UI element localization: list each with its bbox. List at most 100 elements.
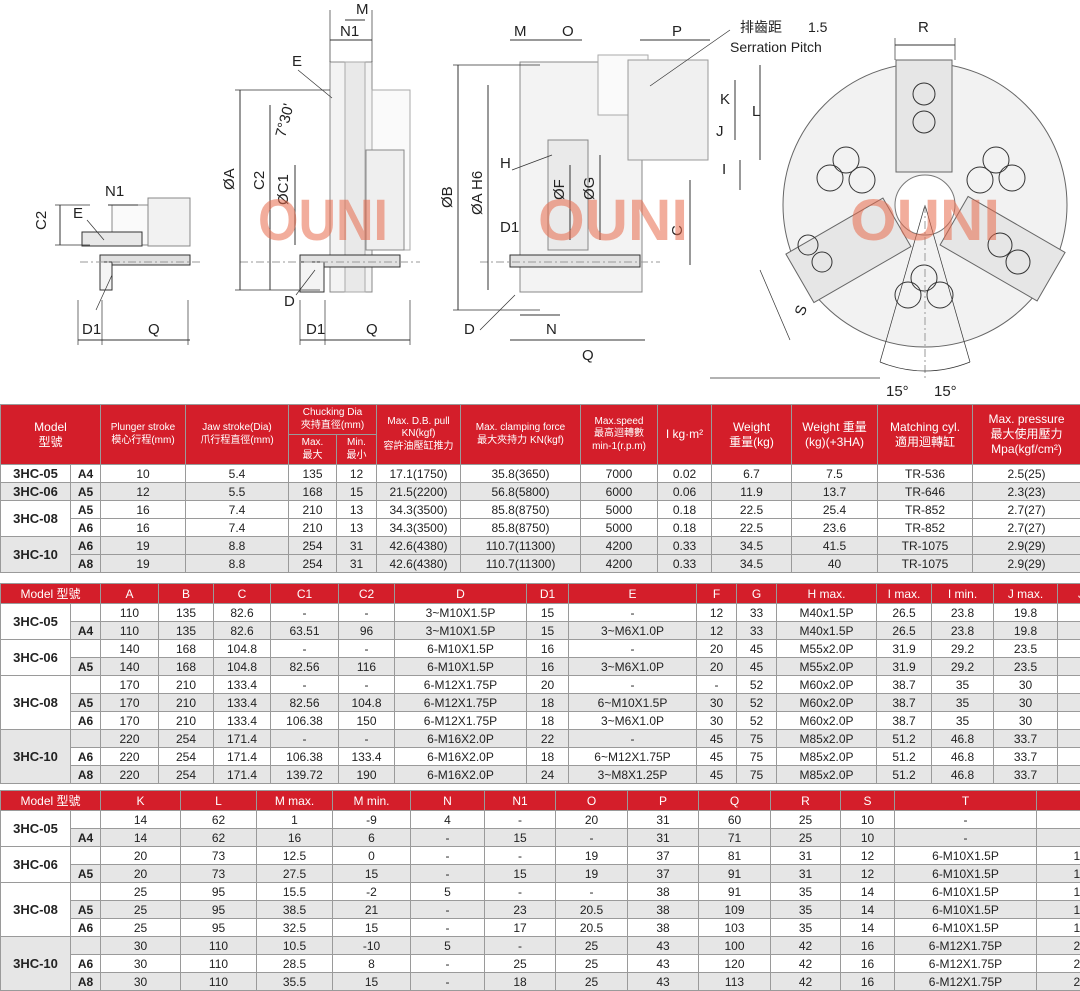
table-cell: - <box>485 811 556 829</box>
table-cell: 34.5 <box>712 555 792 573</box>
table-cell: 7.8 <box>1058 622 1080 640</box>
table-cell: 170 <box>101 712 159 730</box>
table-cell: 6-M10X1.5P <box>895 847 1037 865</box>
table-cell: 5 <box>411 883 485 901</box>
table-cell: 6-M12X1.75P <box>895 955 1037 973</box>
table-cell: 12 <box>101 483 186 501</box>
table-cell: 12 <box>697 622 737 640</box>
submodel-cell: A5 <box>71 658 101 676</box>
table-cell: 133.4 <box>214 694 271 712</box>
model-cell: 3HC-08 <box>1 883 71 937</box>
table-cell: 38.7 <box>877 694 932 712</box>
table-cell: 103 <box>699 919 771 937</box>
table-cell: 12.5 <box>257 847 333 865</box>
table-cell: - <box>339 604 395 622</box>
table-cell: - <box>569 640 697 658</box>
table-cell: TR-536 <box>878 465 973 483</box>
table-cell: 16 <box>101 519 186 537</box>
table-cell: 45 <box>697 766 737 784</box>
table-cell: 15 <box>337 483 377 501</box>
table-cell: TR-852 <box>878 519 973 537</box>
table-cell: 1 <box>257 811 333 829</box>
table-cell: 16 <box>841 937 895 955</box>
dim-l: L <box>752 103 760 120</box>
table-cell: 23.5 <box>994 658 1058 676</box>
submodel-cell: A8 <box>71 555 101 573</box>
table-cell: 46.8 <box>932 730 994 748</box>
table-cell: 110 <box>181 937 257 955</box>
table-cell: 15 <box>1058 676 1080 694</box>
dim-d1-1: D1 <box>306 321 325 338</box>
table-row: A83011035.515-18254311342166-M12X1.75P22… <box>1 973 1080 991</box>
table-cell: 42.6(4380) <box>377 555 461 573</box>
watermark-group: OUNI OUNI OUNI <box>258 188 1000 253</box>
table-cell: 110 <box>101 604 159 622</box>
submodel-cell <box>71 847 101 865</box>
model-cell: 3HC-06 <box>1 483 71 501</box>
table-cell: 18 <box>527 694 569 712</box>
table-cell: 6-M16X2.0P <box>395 766 527 784</box>
table-cell: 19 <box>101 537 186 555</box>
table-cell: 168 <box>159 658 214 676</box>
table-cell: 42.6(4380) <box>377 537 461 555</box>
table-cell: 35 <box>932 676 994 694</box>
table-cell: 6-M10X1.5P <box>895 901 1037 919</box>
table-cell: 15 <box>1058 712 1080 730</box>
table-cell: 113 <box>699 973 771 991</box>
table-cell: 7.4 <box>186 501 289 519</box>
table-cell: 15 <box>527 604 569 622</box>
submodel-cell: A8 <box>71 973 101 991</box>
table-cell: - <box>411 973 485 991</box>
submodel-cell <box>71 811 101 829</box>
table-cell: 16 <box>257 829 333 847</box>
submodel-cell: A6 <box>71 537 101 555</box>
table-cell: 140 <box>101 640 159 658</box>
table-cell: 23.8 <box>932 604 994 622</box>
table-cell: M85x2.0P <box>777 748 877 766</box>
dim-e-1: E <box>292 53 302 70</box>
table-cell: 150 <box>339 712 395 730</box>
dim-n1-small: N1 <box>105 183 124 200</box>
table-cell: 4200 <box>581 555 658 573</box>
table-cell: 95 <box>181 919 257 937</box>
table-cell: 168 <box>159 640 214 658</box>
table-cell: 20.5 <box>556 919 628 937</box>
table-cell: 12 <box>697 604 737 622</box>
table-cell: 133.4 <box>214 712 271 730</box>
table-cell: 31 <box>337 537 377 555</box>
submodel-cell: A4 <box>71 622 101 640</box>
table-cell: 0.02 <box>658 465 712 483</box>
table-cell: 6-M10X1.5P <box>895 883 1037 901</box>
table-cell: 17 <box>485 919 556 937</box>
model-cell: 3HC-06 <box>1 847 71 883</box>
table-cell: 120 <box>699 955 771 973</box>
table-cell: 145 <box>1037 865 1080 883</box>
table-cell: 38 <box>628 883 699 901</box>
table-cell: 20 <box>697 640 737 658</box>
table-cell: 35.5 <box>257 973 333 991</box>
submodel-cell: A6 <box>71 919 101 937</box>
table-cell: 14.2 <box>1058 730 1080 748</box>
table-cell: 51.2 <box>877 730 932 748</box>
table-cell: M55x2.0P <box>777 640 877 658</box>
table-cell: 14 <box>841 901 895 919</box>
dimensions-2-table-body: 3HC-0514621-94-2031602510--A41462166-15-… <box>1 811 1080 991</box>
table-cell: 210 <box>159 712 214 730</box>
table-cell: 34.3(3500) <box>377 519 461 537</box>
table-cell: 11.9 <box>712 483 792 501</box>
table-cell: 21.5(2200) <box>377 483 461 501</box>
dim-h: H <box>500 155 511 172</box>
table-cell: 31 <box>628 811 699 829</box>
table-cell: 21 <box>333 901 411 919</box>
table-cell: 35 <box>932 694 994 712</box>
submodel-cell: A5 <box>71 483 101 501</box>
